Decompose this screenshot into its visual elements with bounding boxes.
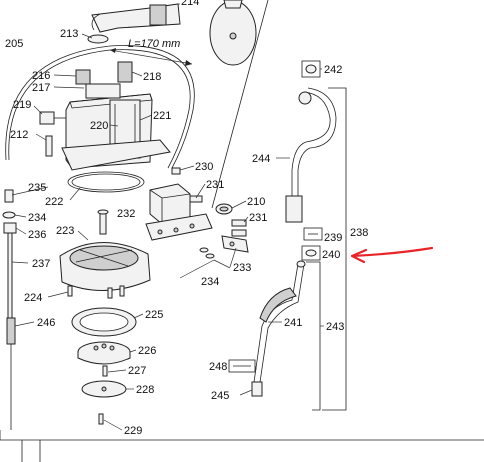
label-231-b: 231 <box>249 212 267 224</box>
label-234-right: 234 <box>201 276 219 288</box>
part-213 <box>87 34 109 44</box>
label-220: 220 <box>90 120 108 132</box>
bracket-238 <box>322 87 347 411</box>
part-212 <box>45 135 53 157</box>
gasket-222 <box>67 171 145 193</box>
group-head-223 <box>59 209 151 291</box>
label-236: 236 <box>28 229 46 241</box>
label-228: 228 <box>136 384 154 396</box>
label-242: 242 <box>324 64 342 76</box>
label-234-left: 234 <box>28 212 46 224</box>
part-234-left <box>2 211 16 219</box>
label-217: 217 <box>32 82 50 94</box>
label-237: 237 <box>32 258 50 270</box>
label-205: 205 <box>5 38 23 50</box>
label-216: 216 <box>32 70 50 82</box>
red-arrow-icon <box>350 246 434 264</box>
part-210 <box>215 203 233 215</box>
part-240 <box>301 245 321 261</box>
part-231-a <box>189 195 203 203</box>
label-238: 238 <box>350 227 368 239</box>
label-229: 229 <box>124 425 142 437</box>
label-231-a: 231 <box>206 179 224 191</box>
solenoid-232 <box>145 183 213 241</box>
part-labels: 214 213 205 L=170 mm 216 217 218 219 220… <box>5 0 368 437</box>
part-242 <box>301 60 321 78</box>
disc-part <box>209 0 257 66</box>
label-226: 226 <box>138 345 156 357</box>
label-214: 214 <box>181 0 199 8</box>
part-239 <box>303 227 323 241</box>
washers-234 <box>199 247 215 259</box>
section-divider <box>211 0 269 209</box>
label-248: 248 <box>209 361 227 373</box>
label-222: 222 <box>45 196 63 208</box>
part-219 <box>39 111 66 125</box>
shower-228 <box>81 380 127 398</box>
part-214 <box>91 3 181 33</box>
boiler-assembly <box>61 61 171 171</box>
label-235: 235 <box>28 182 46 194</box>
label-243: 243 <box>326 321 344 333</box>
label-239: 239 <box>324 232 342 244</box>
filter-226 <box>77 341 131 365</box>
hose-241 <box>253 260 306 383</box>
label-233: 233 <box>233 262 251 274</box>
label-245: 245 <box>211 390 229 402</box>
ring-225 <box>71 307 137 337</box>
label-221: 221 <box>153 110 171 122</box>
label-210: 210 <box>247 196 265 208</box>
part-230 <box>171 167 181 175</box>
part-235 <box>4 189 14 203</box>
part-246 <box>6 317 16 430</box>
label-232: 232 <box>117 208 135 220</box>
label-230: 230 <box>195 161 213 173</box>
base-frame <box>0 430 484 462</box>
label-227: 227 <box>128 365 146 377</box>
screw-227 <box>102 365 108 377</box>
screws-224 <box>67 285 125 299</box>
leader-lines <box>11 3 324 431</box>
part-236 <box>3 222 17 234</box>
part-231-b <box>231 219 247 237</box>
label-225: 225 <box>145 309 163 321</box>
part-233 <box>221 235 249 253</box>
label-223: 223 <box>56 225 74 237</box>
screw-229 <box>98 413 104 425</box>
pipe-244 <box>285 87 337 223</box>
length-dimension <box>109 48 193 66</box>
label-213: 213 <box>60 28 78 40</box>
hose-205 <box>5 45 195 169</box>
label-244: 244 <box>252 153 270 165</box>
label-219: 219 <box>13 99 31 111</box>
label-212: 212 <box>10 129 28 141</box>
length-note: L=170 mm <box>128 38 180 50</box>
label-246: 246 <box>37 317 55 329</box>
label-241: 241 <box>284 317 302 329</box>
rod-237 <box>7 232 13 319</box>
label-240: 240 <box>322 249 340 261</box>
nozzle-245 <box>251 381 263 397</box>
bracket-243 <box>306 261 321 411</box>
label-224: 224 <box>24 292 42 304</box>
label-218: 218 <box>143 71 161 83</box>
part-248 <box>228 359 256 373</box>
